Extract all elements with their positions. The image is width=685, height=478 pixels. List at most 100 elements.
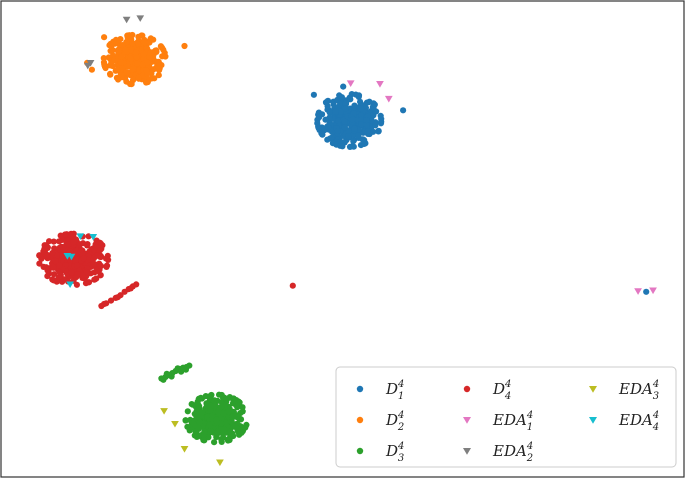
point-d2 — [143, 79, 150, 86]
point-d3 — [186, 362, 193, 369]
series-eda2 — [83, 15, 145, 70]
point-d1 — [341, 118, 348, 125]
point-d1 — [400, 107, 407, 114]
series-d1 — [310, 83, 650, 295]
point-d1 — [323, 99, 330, 106]
point-d3 — [215, 408, 222, 415]
point-d2 — [134, 40, 141, 48]
point-d3 — [218, 438, 225, 445]
point-d1 — [322, 116, 329, 123]
point-d2 — [144, 59, 151, 66]
point-d4 — [73, 262, 81, 269]
point-d1 — [373, 108, 380, 115]
point-d1 — [349, 116, 356, 123]
point-d2 — [155, 72, 162, 79]
point-d2 — [119, 42, 126, 49]
point-d3 — [199, 409, 206, 416]
point-d2 — [113, 38, 120, 45]
point-d2 — [127, 55, 134, 62]
point-d4 — [66, 248, 74, 255]
point-d4 — [65, 241, 72, 248]
point-d2 — [146, 39, 153, 46]
point-d2 — [124, 63, 131, 70]
point-d2 — [129, 40, 136, 47]
point-d2 — [124, 32, 131, 39]
point-d4 — [127, 285, 134, 292]
point-eda1 — [376, 81, 384, 88]
point-d3 — [207, 392, 214, 399]
point-d3 — [214, 428, 221, 435]
point-d3 — [184, 408, 191, 415]
point-d2 — [159, 53, 166, 60]
point-eda3 — [216, 459, 224, 467]
point-d4 — [133, 281, 140, 288]
point-d3 — [219, 402, 226, 410]
point-d2 — [144, 70, 151, 77]
point-d3 — [242, 424, 249, 431]
point-d2 — [122, 46, 129, 54]
point-d2 — [118, 59, 125, 66]
series-d2 — [84, 31, 188, 88]
point-d3 — [207, 402, 214, 409]
point-d3 — [200, 436, 207, 444]
point-d1 — [358, 112, 365, 119]
point-d3 — [230, 397, 238, 404]
legend-marker-eda4 — [589, 417, 597, 424]
point-d2 — [143, 45, 151, 52]
point-d1 — [335, 117, 342, 125]
point-d1 — [337, 100, 344, 108]
point-d2 — [107, 71, 114, 78]
point-d4 — [97, 272, 104, 279]
point-eda3 — [160, 408, 168, 415]
point-d2 — [101, 34, 108, 41]
point-d4 — [82, 280, 90, 287]
point-eda2 — [136, 15, 145, 22]
point-d3 — [214, 419, 221, 426]
point-d1 — [372, 122, 379, 129]
point-d1 — [351, 125, 358, 132]
point-d3 — [211, 397, 218, 404]
point-eda4 — [76, 233, 85, 240]
point-d1 — [377, 112, 384, 119]
point-d3 — [191, 410, 198, 417]
point-d4 — [97, 262, 105, 269]
point-d1 — [352, 91, 359, 98]
legend-marker-d4 — [463, 385, 471, 393]
point-d2 — [134, 60, 141, 67]
point-d1 — [340, 83, 347, 90]
point-d4 — [103, 263, 110, 270]
point-d4 — [69, 231, 76, 238]
series-eda1 — [346, 80, 657, 295]
point-d2 — [100, 55, 107, 62]
point-d1 — [363, 117, 370, 124]
point-d1 — [643, 288, 650, 295]
point-d4 — [44, 267, 51, 274]
point-d1 — [350, 138, 357, 145]
point-d1 — [355, 132, 362, 139]
point-d3 — [163, 370, 170, 377]
point-d2 — [118, 72, 125, 79]
point-d3 — [208, 412, 215, 419]
point-d4 — [40, 248, 47, 255]
legend-marker-d1 — [356, 385, 364, 393]
point-d4 — [96, 247, 104, 254]
point-d2 — [139, 32, 146, 39]
point-d4 — [50, 264, 57, 271]
point-d1 — [316, 114, 323, 121]
point-eda4 — [66, 281, 74, 289]
point-d4 — [50, 238, 57, 245]
point-d3 — [186, 427, 193, 434]
point-d1 — [345, 133, 352, 140]
point-d3 — [201, 428, 208, 435]
point-d3 — [220, 426, 227, 433]
point-d2 — [129, 66, 136, 73]
point-d2 — [115, 76, 122, 83]
point-d4 — [56, 273, 63, 281]
